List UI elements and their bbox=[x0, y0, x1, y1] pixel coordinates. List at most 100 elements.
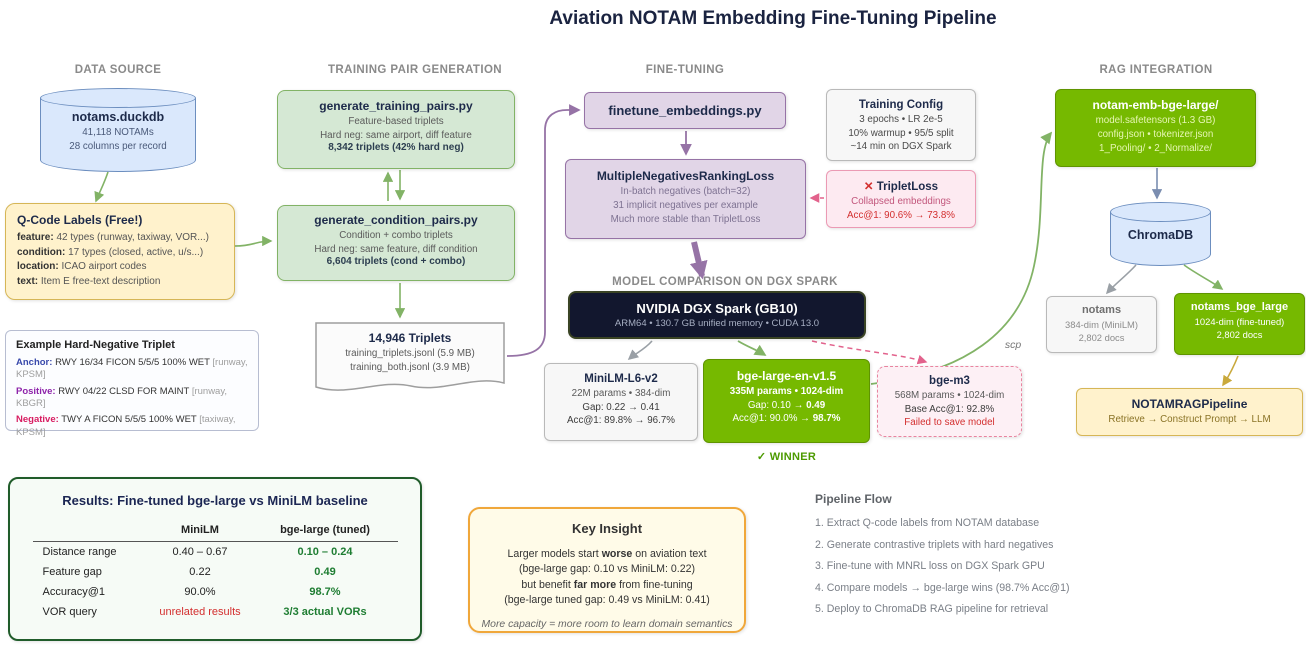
rag-subtitle: Retrieve → Construct Prompt → LLM bbox=[1108, 414, 1271, 425]
bgelarge-line: 335M params • 1024-dim bbox=[729, 386, 844, 397]
edge-bgecol-to-rag bbox=[1222, 355, 1239, 387]
anchor-label: Anchor: bbox=[16, 357, 53, 368]
node-rag-pipeline: NOTAMRAGPipeline Retrieve → Construct Pr… bbox=[1076, 388, 1303, 436]
results-cell-minilm: 0.22 bbox=[189, 566, 211, 578]
node-chromadb: ChromaDB bbox=[1110, 202, 1211, 266]
mnrl-line: In-batch negatives (batch=32) bbox=[620, 186, 751, 197]
results-row-label: VOR query bbox=[42, 606, 97, 618]
results-cell-bge: 98.7% bbox=[309, 586, 341, 598]
edge-qcode-to-gencondition bbox=[234, 235, 273, 247]
negative-text: TWY A FICON 5/5/5 100% WET bbox=[61, 414, 197, 426]
mnrl-line: 31 implicit negatives per example bbox=[613, 200, 758, 212]
qcode-value: 17 types (closed, active, u/s...) bbox=[68, 246, 204, 258]
node-dgx-spark: NVIDIA DGX Spark (GB10) ARM64 • 130.7 GB… bbox=[568, 291, 866, 339]
tripletloss-name: TripletLoss bbox=[876, 181, 939, 193]
node-minilm: MiniLM-L6-v2 22M params • 384-dim Gap: 0… bbox=[544, 363, 698, 441]
script-title: generate_training_pairs.py bbox=[319, 99, 473, 113]
key-insight-title: Key Insight bbox=[571, 521, 643, 536]
qcode-key: condition: bbox=[17, 246, 66, 258]
embdir-line: 1_Pooling/ • 2_Normalize/ bbox=[1099, 143, 1212, 155]
edge-duckdb-to-qcode bbox=[94, 171, 109, 203]
qcode-value: 42 types (runway, taxiway, VOR...) bbox=[56, 232, 209, 243]
key-insight-line: (bge-large gap: 0.10 vs MiniLM: 0.22) bbox=[518, 563, 696, 576]
bgelarge-acc-line: Acc@1: 90.0% → 98.7% bbox=[704, 412, 869, 426]
node-generate-training-pairs: generate_training_pairs.py Feature-based… bbox=[277, 90, 515, 169]
key-insight-line: (bge-large tuned gap: 0.49 vs MiniLM: 0.… bbox=[504, 594, 710, 607]
acc-value: 98.7% bbox=[812, 413, 841, 425]
node-bge-m3: bge-m3 568M params • 1024-dim Base Acc@1… bbox=[877, 366, 1022, 437]
bgem3-line: Base Acc@1: 92.8% bbox=[904, 403, 995, 415]
triplets-title: 14,946 Triplets bbox=[368, 331, 452, 345]
key-insight-panel: Key Insight Larger models start worse on… bbox=[468, 507, 746, 633]
results-header-bge: bge-large (tuned) bbox=[252, 520, 398, 542]
anchor-text: RWY 16/34 FICON 5/5/5 100% WET bbox=[55, 357, 210, 368]
triplets-line: training_triplets.jsonl (5.9 MB) bbox=[345, 348, 475, 359]
bgelarge-gap-line: Gap: 0.10 → 0.49 bbox=[704, 399, 869, 413]
chromadb-title: ChromaDB bbox=[1127, 228, 1194, 242]
document-shape-icon bbox=[315, 322, 505, 391]
config-line: 3 epochs • LR 2e-5 bbox=[859, 114, 943, 125]
edge-mnrl-to-dgx bbox=[689, 241, 708, 280]
bgem3-title: bge-m3 bbox=[929, 375, 970, 387]
results-cell-minilm: 90.0% bbox=[184, 586, 216, 598]
example-positive-line: Positive: RWY 04/22 CLSD FOR MAINT [runw… bbox=[16, 386, 248, 411]
script-stat: 8,342 triplets (42% hard neg) bbox=[328, 142, 464, 154]
negative-label: Negative: bbox=[16, 414, 59, 426]
edge-chromadb-to-notams bbox=[1105, 264, 1137, 295]
results-header-minilm: MiniLM bbox=[147, 520, 253, 542]
minilm-line: Gap: 0.22 → 0.41 bbox=[582, 401, 660, 413]
qcode-title: Q-Code Labels (Free!) bbox=[17, 213, 143, 227]
script-line: Condition + combo triplets bbox=[339, 230, 453, 241]
qcode-item: condition: 17 types (closed, active, u/s… bbox=[17, 246, 223, 261]
mnrl-title: MultipleNegativesRankingLoss bbox=[596, 169, 775, 183]
node-mnrl-loss: MultipleNegativesRankingLoss In-batch ne… bbox=[565, 159, 806, 239]
results-cell-minilm: 0.40 – 0.67 bbox=[172, 546, 228, 558]
tripletloss-line: Acc@1: 90.6% → 73.8% bbox=[847, 209, 955, 221]
key-insight-footnote: More capacity = more room to learn domai… bbox=[481, 619, 733, 631]
bgem3-fail-line: Failed to save model bbox=[904, 417, 995, 429]
node-qcode-labels: Q-Code Labels (Free!) feature: 42 types … bbox=[5, 203, 235, 300]
key-insight-line: but benefit far more from fine-tuning bbox=[480, 578, 734, 593]
node-example-triplet: Example Hard-Negative Triplet Anchor: RW… bbox=[5, 330, 259, 438]
db-title: notams.duckdb bbox=[71, 110, 165, 124]
script-line: Hard neg: same feature, diff condition bbox=[314, 243, 478, 255]
example-negative-line: Negative: TWY A FICON 5/5/5 100% WET [ta… bbox=[16, 414, 248, 439]
ki-text: Larger models start bbox=[507, 548, 602, 560]
node-emb-model-dir: notam-emb-bge-large/ model.safetensors (… bbox=[1055, 89, 1256, 167]
script-line: Feature-based triplets bbox=[348, 116, 444, 127]
embdir-line: config.json • tokenizer.json bbox=[1097, 129, 1214, 141]
results-cell-bge: 3/3 actual VORs bbox=[283, 606, 367, 618]
results-row-label: Feature gap bbox=[42, 566, 102, 578]
section-label-data-source: DATA SOURCE bbox=[74, 64, 162, 76]
results-row-label: Distance range bbox=[42, 546, 117, 558]
triplets-line: training_both.jsonl (3.9 MB) bbox=[350, 361, 470, 373]
node-bge-large: bge-large-en-v1.5 335M params • 1024-dim… bbox=[703, 359, 870, 443]
script-stat: 6,604 triplets (cond + combo) bbox=[326, 256, 466, 268]
qcode-item: feature: 42 types (runway, taxiway, VOR.… bbox=[17, 231, 223, 246]
section-label-training-pair-generation: TRAINING PAIR GENERATION bbox=[327, 64, 502, 76]
qcode-value: ICAO airport codes bbox=[61, 261, 147, 272]
key-insight-line: Larger models start worse on aviation te… bbox=[480, 547, 734, 562]
ki-text: from fine-tuning bbox=[616, 578, 693, 591]
collection-line: 384-dim (MiniLM) bbox=[1065, 319, 1138, 330]
database-cylinder-body bbox=[40, 98, 196, 172]
node-training-config: Training Config 3 epochs • LR 2e-5 10% w… bbox=[826, 89, 976, 161]
x-mark-icon: ✕ bbox=[863, 181, 874, 193]
results-title: Results: Fine-tuned bge-large vs MiniLM … bbox=[62, 493, 368, 508]
results-header-empty bbox=[32, 520, 148, 542]
node-tripletloss-rejected: ✕ TripletLoss Collapsed embeddings Acc@1… bbox=[826, 170, 976, 228]
results-cell-minilm: unrelated results bbox=[159, 606, 241, 618]
node-collection-notams: notams 384-dim (MiniLM) 2,802 docs bbox=[1046, 296, 1157, 353]
winner-badge: ✓ WINNER bbox=[756, 451, 817, 463]
node-finetune-script: finetune_embeddings.py bbox=[584, 92, 786, 129]
collection-title: notams bbox=[1081, 304, 1122, 316]
tripletloss-title: ✕ TripletLoss bbox=[827, 179, 975, 193]
results-row-label: Accuracy@1 bbox=[42, 586, 106, 598]
example-title: Example Hard-Negative Triplet bbox=[16, 339, 175, 351]
ki-emphasis: far more bbox=[573, 578, 617, 591]
db-line: 28 columns per record bbox=[69, 140, 167, 152]
example-anchor-line: Anchor: RWY 16/34 FICON 5/5/5 100% WET [… bbox=[16, 357, 248, 382]
node-collection-bge-large: notams_bge_large 1024-dim (fine-tuned) 2… bbox=[1174, 293, 1305, 355]
minilm-title: MiniLM-L6-v2 bbox=[584, 373, 658, 385]
